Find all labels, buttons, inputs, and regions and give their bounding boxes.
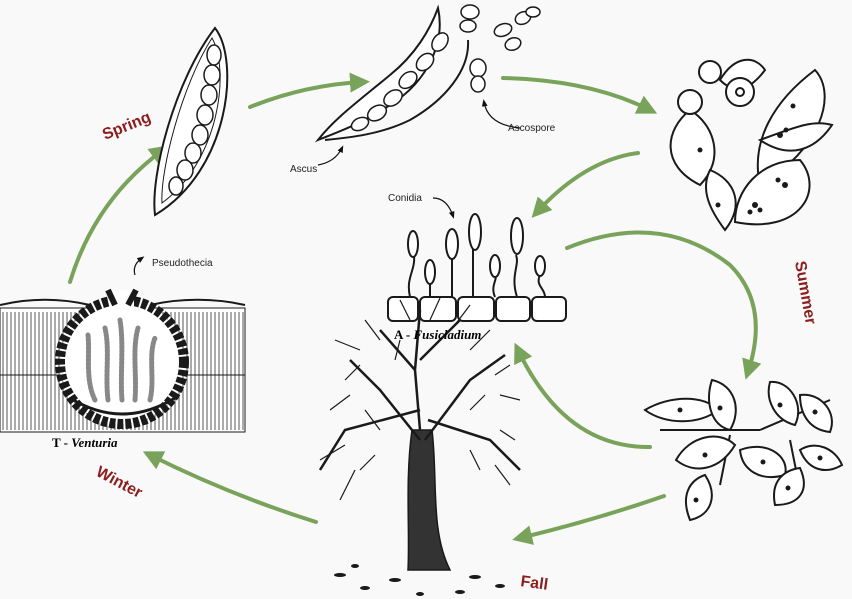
anamorph-prefix: A - — [394, 327, 414, 342]
anamorph-name: Fusicladium — [413, 327, 482, 342]
ascus-closed-illustration — [154, 28, 227, 215]
arrow-to-fall — [520, 496, 664, 538]
pseudothecia-label: Pseudothecia — [152, 258, 213, 269]
summer-label: Summer — [791, 260, 819, 326]
arrow-ascospore-to-leaves — [503, 78, 650, 110]
arrow-to-winter — [150, 455, 316, 522]
teleomorph-stage-label: T - Venturia — [52, 435, 118, 450]
ascospore-label: Ascospore — [508, 123, 556, 134]
arrow-leaves-back-to-conidia — [518, 350, 650, 447]
conidia-label: Conidia — [388, 193, 422, 204]
pseudothecium-illustration — [0, 290, 245, 432]
arrow-summer — [567, 232, 756, 372]
ascus-releasing-illustration — [318, 5, 540, 140]
conidia-illustration — [388, 214, 566, 321]
ascus-label: Ascus — [290, 164, 317, 175]
arrow-spring-ascus — [250, 82, 362, 107]
arrow-leaves-to-conidia — [537, 153, 638, 212]
anamorph-stage-label: A - Fusicladium — [394, 327, 481, 342]
teleomorph-prefix: T - — [52, 435, 71, 450]
arrow-winter-to-spring — [70, 150, 163, 282]
infected-leaves-illustration — [645, 380, 842, 520]
fall-label: Fall — [519, 573, 549, 594]
spring-label: Spring — [100, 109, 153, 144]
teleomorph-name: Venturia — [71, 435, 118, 450]
winter-label: Winter — [93, 464, 145, 502]
bare-tree-illustration — [320, 298, 520, 596]
infected-blossom-illustration — [671, 60, 832, 230]
